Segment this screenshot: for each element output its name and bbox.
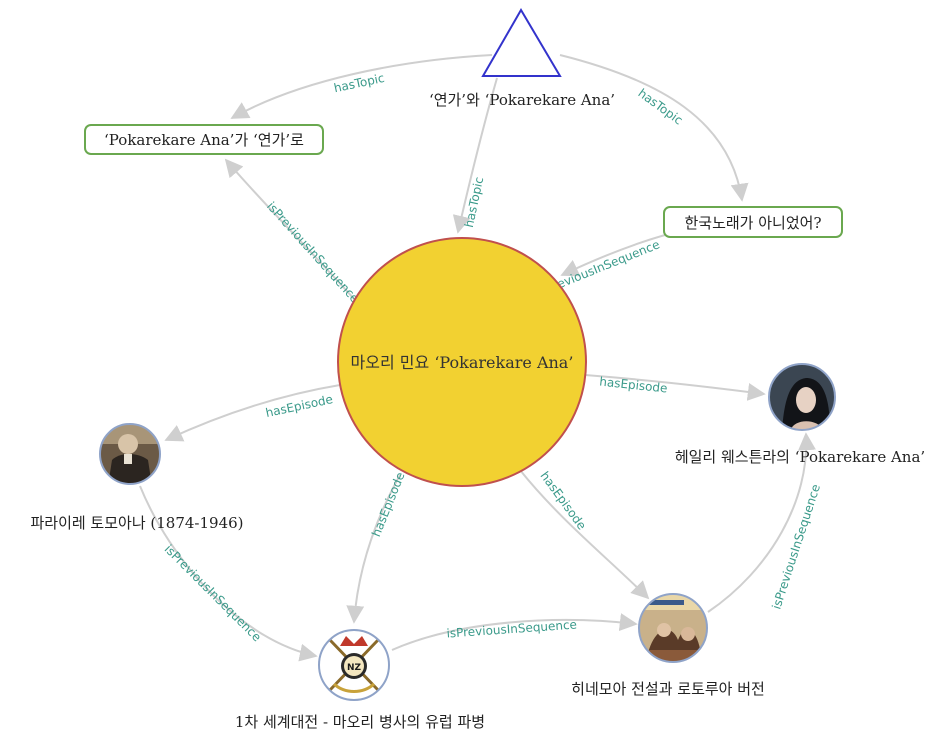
edge-label-has-episode-right: hasEpisode bbox=[599, 374, 668, 395]
edge-label-has-topic-left: hasTopic bbox=[333, 71, 386, 95]
edge-label-prev-person-to-ww1: isPreviousInSequence bbox=[162, 542, 264, 644]
edge-has-episode-bottom-left bbox=[346, 474, 401, 624]
edge-has-episode-bottom-right bbox=[519, 469, 650, 600]
node-topic-right-label: 한국노래가 아니었어? bbox=[684, 214, 821, 232]
node-episode-bottom-left-label: 1차 세계대전 - 마오리 병사의 유럽 파병 bbox=[235, 713, 485, 731]
edge-label-prev-left-topic: isPreviousInSequence bbox=[264, 199, 362, 305]
edges bbox=[139, 54, 816, 662]
edge-has-episode-left bbox=[164, 384, 341, 442]
edge-prev-ww1-to-hinemoa bbox=[391, 613, 638, 651]
edge-label-has-episode-bottom-right: hasEpisode bbox=[537, 469, 588, 533]
badge-text: NZ bbox=[347, 663, 362, 673]
edge-has-topic-right bbox=[559, 54, 749, 202]
node-center[interactable]: 마오리 민요 ‘Pokarekare Ana’ bbox=[337, 237, 587, 487]
node-center-label: 마오리 민요 ‘Pokarekare Ana’ bbox=[351, 353, 574, 372]
nz-military-badge-icon: NZ bbox=[328, 636, 380, 693]
node-topic-left-label: ‘Pokarekare Ana’가 ‘연가’로 bbox=[104, 131, 304, 149]
topic-right-box bbox=[663, 206, 843, 238]
node-person-right[interactable]: 헤일리 웨스튼라의 ‘Pokarekare Ana’ bbox=[675, 363, 925, 466]
node-episode-bottom-left[interactable]: NZ 1차 세계대전 - 마오리 병사의 유럽 파병 bbox=[235, 629, 485, 731]
node-person-left[interactable]: 파라이레 토모아나 (1874-1946) bbox=[30, 422, 244, 532]
edge-has-topic-left bbox=[230, 54, 493, 119]
edge-prev-hinemoa-to-hayley bbox=[707, 432, 816, 613]
node-episode-bottom-right-label: 히네모아 전설과 로토루아 버전 bbox=[571, 680, 765, 698]
edge-prev-left-topic bbox=[224, 158, 356, 301]
topic-left-box bbox=[84, 124, 324, 155]
edge-label-has-episode-left: hasEpisode bbox=[264, 392, 334, 420]
node-triangle-label: ‘연가’와 ‘Pokarekare Ana’ bbox=[429, 91, 615, 109]
edge-label-prev-ww1-to-hinemoa: isPreviousInSequence bbox=[446, 617, 577, 640]
edge-prev-person-to-ww1 bbox=[139, 485, 318, 662]
edge-has-episode-right bbox=[584, 374, 766, 401]
edge-prev-right-topic bbox=[560, 234, 666, 277]
center-circle bbox=[337, 237, 587, 487]
node-triangle[interactable]: ‘연가’와 ‘Pokarekare Ana’ bbox=[429, 8, 615, 109]
edge-has-topic-center bbox=[452, 77, 498, 234]
node-episode-bottom-right[interactable]: 히네모아 전설과 로토루아 버전 bbox=[571, 593, 765, 698]
node-person-left-label: 파라이레 토모아나 (1874-1946) bbox=[30, 514, 243, 532]
node-topic-left[interactable]: ‘Pokarekare Ana’가 ‘연가’로 bbox=[84, 124, 324, 155]
triangle-shape bbox=[481, 8, 562, 77]
portrait-photo-icon bbox=[100, 424, 160, 484]
node-person-right-label: 헤일리 웨스튼라의 ‘Pokarekare Ana’ bbox=[675, 448, 925, 466]
node-topic-right[interactable]: 한국노래가 아니었어? bbox=[663, 206, 843, 238]
edge-label-has-episode-bottom-left: hasEpisode bbox=[369, 470, 408, 539]
